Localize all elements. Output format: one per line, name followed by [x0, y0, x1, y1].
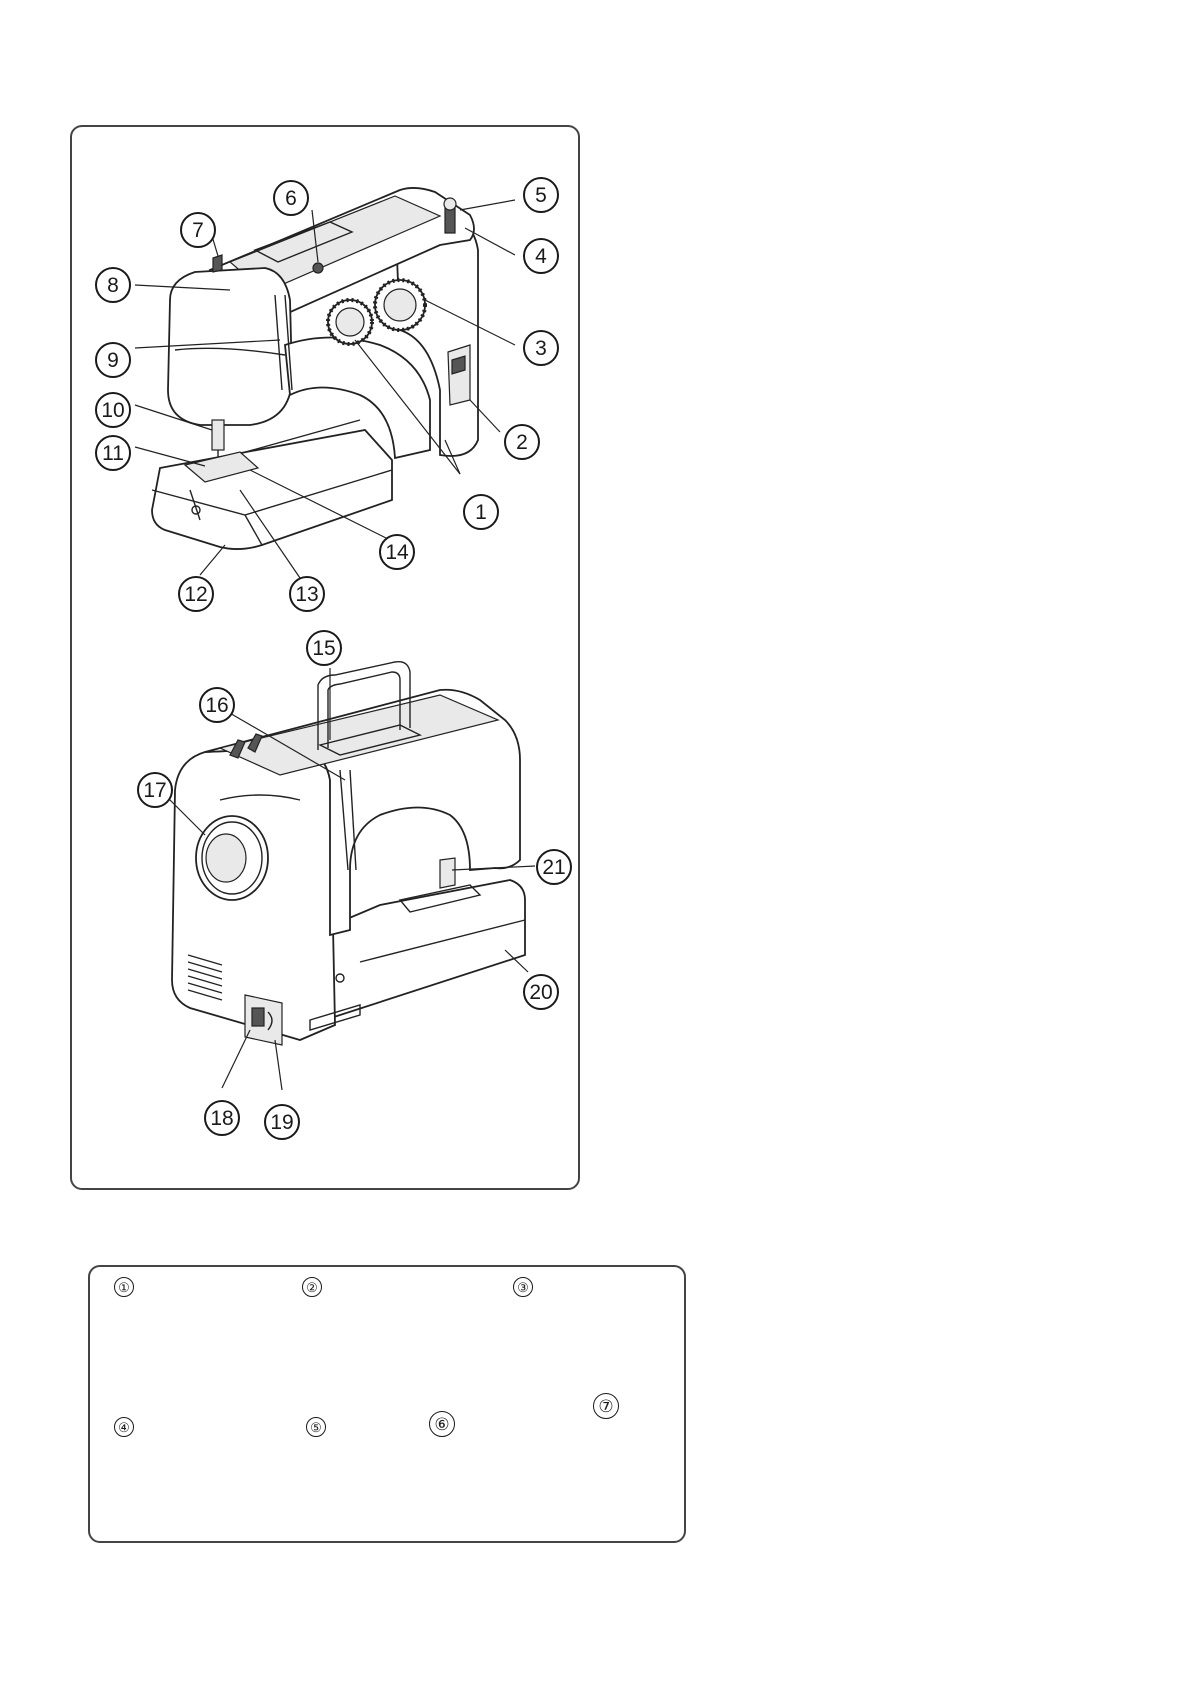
callout-2: 2	[504, 424, 540, 460]
callout-21: 21	[536, 849, 572, 885]
callout-10: 10	[95, 392, 131, 428]
accessory-number-2: ②	[302, 1277, 322, 1297]
accessory-number-6: ⑥	[429, 1411, 455, 1437]
callout-20: 20	[523, 974, 559, 1010]
callout-14: 14	[379, 534, 415, 570]
accessory-number-7: ⑦	[593, 1393, 619, 1419]
callout-9: 9	[95, 342, 131, 378]
callout-15: 15	[306, 630, 342, 666]
callout-4: 4	[523, 238, 559, 274]
callout-5: 5	[523, 177, 559, 213]
callout-12: 12	[178, 576, 214, 612]
callout-7: 7	[180, 212, 216, 248]
accessory-number-1: ①	[114, 1277, 134, 1297]
accessory-number-4: ④	[114, 1417, 134, 1437]
callout-3: 3	[523, 330, 559, 366]
accessory-number-5: ⑤	[306, 1417, 326, 1437]
rear-view-machine	[164, 661, 536, 1091]
callout-8: 8	[95, 267, 131, 303]
callout-17: 17	[137, 772, 173, 808]
vent-grille	[187, 954, 223, 1001]
handwheel	[195, 815, 269, 901]
accessories-panel	[88, 1265, 686, 1543]
callout-11: 11	[95, 435, 131, 471]
callout-19: 19	[264, 1104, 300, 1140]
callout-13: 13	[289, 576, 325, 612]
accessory-number-3: ③	[513, 1277, 533, 1297]
callout-1: 1	[463, 494, 499, 530]
callout-16: 16	[199, 687, 235, 723]
callout-18: 18	[204, 1100, 240, 1136]
stitch-selector-dial	[326, 298, 374, 346]
callout-6: 6	[273, 180, 309, 216]
front-view-machine	[134, 187, 516, 579]
stitch-length-dial	[373, 278, 427, 332]
